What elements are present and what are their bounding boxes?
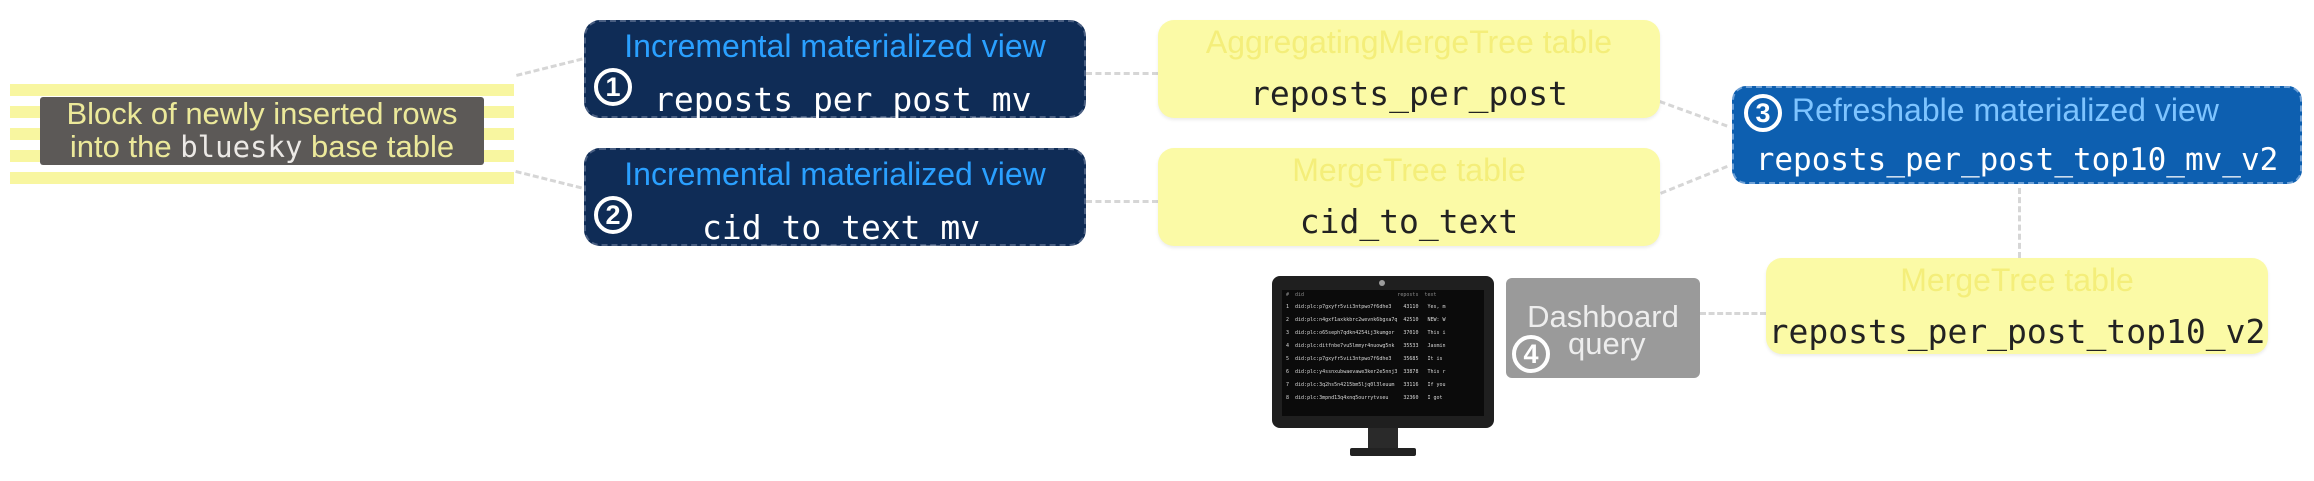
- monitor-camera: [1379, 280, 1385, 286]
- connector-dashboard-tbl3: [1700, 312, 1766, 315]
- monitor-icon: # did reposts text 1 did:plc:p7gxyfr5vii…: [1272, 276, 1494, 428]
- dashboard-line1: Dashboard: [1527, 299, 1679, 334]
- screen-header: # did reposts text: [1286, 292, 1437, 298]
- tbl1-title: AggregatingMergeTree table: [1205, 24, 1613, 60]
- screen-row: 1 did:plc:p7gxyfr5vii3ntpwo7f6dhe3 43110…: [1286, 304, 1446, 310]
- screen-row: 7 did:plc:3q2hs5n4215bm5ljq0l3leuum 3311…: [1286, 382, 1446, 388]
- step-1-badge: 1: [594, 68, 632, 106]
- mv2-title: Incremental materialized view: [624, 156, 1046, 192]
- source-line2: into the bluesky base table: [40, 130, 484, 164]
- screen-row: 2 did:plc:n4gxf1axkkbrc2wevnk6bgxa7q 425…: [1286, 317, 1446, 323]
- tbl3-name: reposts_per_post_top10_v2: [1768, 312, 2266, 351]
- source-label: Block of newly inserted rows into the bl…: [40, 97, 484, 165]
- rmv-name: reposts_per_post_top10_mv_v2: [1755, 142, 2279, 178]
- step-2-badge: 2: [594, 196, 632, 234]
- connector-tbl1-rmv: [1658, 100, 1728, 128]
- monitor-stand: [1350, 448, 1416, 456]
- refreshable-mv[interactable]: 3 Refreshable materialized view reposts_…: [1732, 86, 2302, 184]
- connector-rmv-tbl3: [2018, 188, 2021, 258]
- connector-mv1-tbl1: [1086, 72, 1158, 75]
- screen-row: 5 did:plc:p7gxyfr5vii3ntpwo7f6dhe3 35685…: [1286, 356, 1443, 362]
- tbl1-name: reposts_per_post: [1250, 74, 1568, 113]
- mv2-name: cid_to_text_mv: [702, 208, 981, 247]
- step-4-badge: 4: [1512, 335, 1550, 373]
- source-line2-post: base table: [302, 129, 455, 164]
- connector-mv2-tbl2: [1086, 200, 1158, 203]
- connector-source-mv2: [515, 170, 582, 190]
- source-table-name: bluesky: [180, 130, 303, 164]
- dashboard-line2: query: [1568, 326, 1646, 361]
- mv-reposts-per-post[interactable]: Incremental materialized view 1 reposts_…: [584, 20, 1086, 119]
- monitor-neck: [1368, 428, 1398, 450]
- monitor-screen: # did reposts text 1 did:plc:p7gxyfr5vii…: [1282, 290, 1484, 416]
- tbl2-name: cid_to_text: [1299, 202, 1519, 241]
- source-line1: Block of newly inserted rows: [66, 96, 458, 131]
- table-cid-to-text[interactable]: MergeTree table cid_to_text: [1158, 148, 1660, 246]
- source-line2-pre: into the: [69, 129, 181, 164]
- step-3-badge: 3: [1744, 94, 1782, 132]
- tbl3-title: MergeTree table: [1900, 262, 2134, 298]
- table-reposts-per-post[interactable]: AggregatingMergeTree table reposts_per_p…: [1158, 20, 1660, 118]
- screen-row: 8 did:plc:3mpnd13q4xnq5ourrytvseu 32360 …: [1286, 395, 1443, 401]
- tbl2-title: MergeTree table: [1292, 152, 1526, 188]
- connector-source-mv1: [516, 57, 583, 77]
- screen-row: 4 did:plc:ditfnbe7vu5lmmyr4nuowg5nk 3553…: [1286, 343, 1446, 349]
- dashboard-query[interactable]: Dashboard query 4: [1506, 278, 1700, 378]
- rmv-title: Refreshable materialized view: [1792, 92, 2219, 128]
- mv1-title: Incremental materialized view: [624, 28, 1046, 64]
- mv-cid-to-text[interactable]: Incremental materialized view 2 cid_to_t…: [584, 148, 1086, 247]
- connector-tbl2-rmv: [1660, 165, 1728, 195]
- screen-row: 6 did:plc:y4ssnxubwaevawe3ker2e5nnj3 338…: [1286, 369, 1446, 375]
- screen-row: 3 did:plc:o65seph7qdkn4254ij3kumgor 3701…: [1286, 330, 1446, 336]
- table-reposts-per-post-top10[interactable]: MergeTree table reposts_per_post_top10_v…: [1766, 258, 2268, 354]
- mv1-name: reposts_per_post_mv: [654, 80, 1032, 119]
